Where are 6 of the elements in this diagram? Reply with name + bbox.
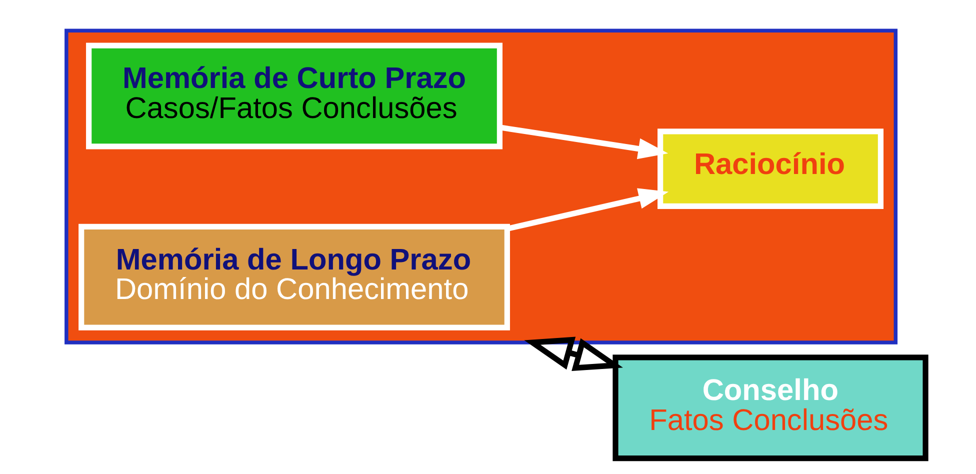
cluster [64, 28, 898, 344]
node-box: Raciocínio [657, 128, 883, 209]
node-box: Memória de Longo Prazo Domínio do Conhecimento [78, 224, 510, 330]
node-box: Conselho Fatos Conclusões [612, 354, 928, 462]
node-box: Memória de Curto Prazo Casos/Fatos Conclusões [86, 42, 502, 150]
arrow [524, 336, 622, 372]
